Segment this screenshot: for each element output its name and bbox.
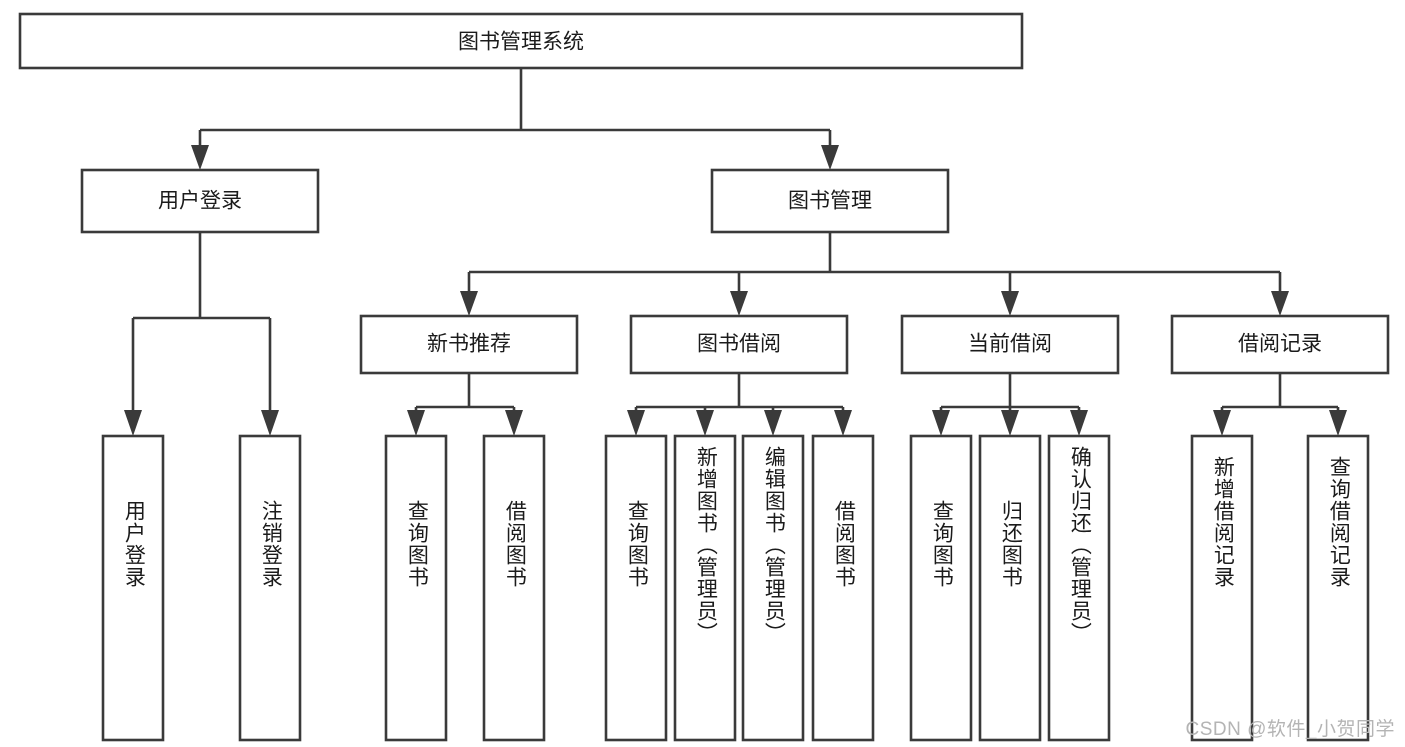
node-root-label: 图书管理系统 [458,31,584,54]
arrow-user-login-leaf-1 [124,410,142,436]
arrow-book-borrow-leaf-2 [696,410,714,436]
arrow-to-current-borrow [1001,291,1019,316]
leaf-box-user-login-1[interactable] [101,434,165,742]
node-root-box[interactable] [18,12,1024,70]
arrow-borrow-record-leaf-1 [1213,410,1231,436]
node-user-login-box[interactable] [80,168,320,234]
leaf-box-book-borrow-1[interactable] [604,434,668,742]
node-book-manage-box[interactable] [710,168,950,234]
arrow-user-login-leaf-2 [261,410,279,436]
arrow-new-book-leaf-2 [505,410,523,436]
leaf-box-current-borrow-1[interactable] [909,434,973,742]
arrow-current-borrow-leaf-1 [932,410,950,436]
watermark-text: CSDN @软件_小贺同学 [1185,719,1395,740]
arrow-book-borrow-leaf-4 [834,410,852,436]
arrow-root-to-user-login [191,145,209,170]
node-new-book-label: 新书推荐 [427,333,511,356]
node-current-borrow-label: 当前借阅 [968,333,1052,356]
leaf-box-new-book-2[interactable] [482,434,546,742]
leaf-box-borrow-record-2[interactable] [1306,434,1370,742]
node-book-borrow-box[interactable] [629,314,849,375]
node-new-book-box[interactable] [359,314,579,375]
node-borrow-record-label: 借阅记录 [1238,333,1322,356]
connector-layer [124,68,1347,436]
leaf-box-book-borrow-4[interactable] [811,434,875,742]
arrow-new-book-leaf-1 [407,410,425,436]
arrow-to-borrow-record [1271,291,1289,316]
arrow-current-borrow-leaf-2 [1001,410,1019,436]
arrow-root-to-book-manage [821,145,839,170]
leaf-box-new-book-1[interactable] [384,434,448,742]
arrow-to-new-book [460,291,478,316]
leaf-box-book-borrow-2[interactable] [673,434,737,742]
leaf-box-current-borrow-2[interactable] [978,434,1042,742]
leaf-box-user-login-2[interactable] [238,434,302,742]
node-book-manage-label: 图书管理 [788,190,872,213]
leaf-box-book-borrow-3[interactable] [741,434,805,742]
node-current-borrow-box[interactable] [900,314,1120,375]
arrow-current-borrow-leaf-3 [1070,410,1088,436]
node-layer: 图书管理系统 用户登录 图书管理 新书推荐 图书借阅 当前借阅 借阅记录 [18,12,1390,742]
arrow-book-borrow-leaf-1 [627,410,645,436]
arrow-book-borrow-leaf-3 [764,410,782,436]
arrow-borrow-record-leaf-2 [1329,410,1347,436]
leaf-box-borrow-record-1[interactable] [1190,434,1254,742]
arrow-to-book-borrow [730,291,748,316]
node-book-borrow-label: 图书借阅 [697,333,781,356]
leaf-box-current-borrow-3[interactable] [1047,434,1111,742]
node-user-login-label: 用户登录 [158,190,242,213]
node-borrow-record-box[interactable] [1170,314,1390,375]
